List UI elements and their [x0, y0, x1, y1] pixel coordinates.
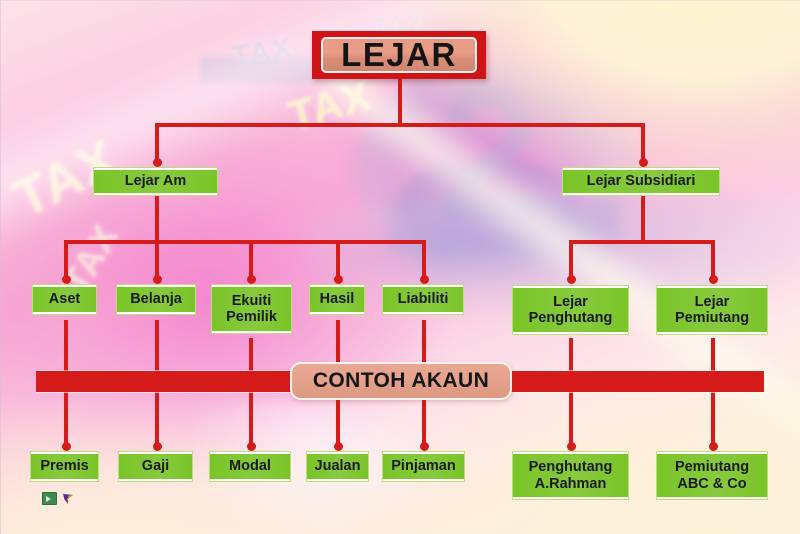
- node-belanja-label: Belanja: [130, 291, 182, 308]
- node-root-lejar[interactable]: LEJAR: [312, 31, 486, 79]
- node-lejar-penghutang-label-line1: Lejar: [553, 293, 588, 310]
- node-lejar-subsidiari[interactable]: Lejar Subsidiari: [562, 167, 720, 196]
- connector-dot-pemiutang-abc: [708, 442, 718, 451]
- connector-dot-lejar-pemiutang: [708, 275, 718, 284]
- connector-level2-sub-bus: [569, 240, 715, 244]
- node-lejar-subsidiari-label: Lejar Subsidiari: [586, 173, 696, 190]
- connector-dot-jualan: [333, 442, 343, 451]
- connector-dot-premis: [61, 442, 71, 451]
- node-root-label: LEJAR: [321, 36, 477, 73]
- node-pemiutang-abc-co-label-line1: Pemiutang: [674, 459, 750, 476]
- connector-dot-penghutang-rahman: [566, 442, 576, 451]
- connector-dot-gaji: [152, 442, 162, 451]
- connector-to-lejar-am: [155, 123, 159, 163]
- connector-dot-lejar-penghutang: [566, 275, 576, 284]
- node-pemiutang-abc-co[interactable]: Pemiutang ABC & Co: [656, 451, 768, 500]
- node-hasil[interactable]: Hasil: [309, 284, 365, 315]
- node-ekuiti-pemilik[interactable]: Ekuiti Pemilik: [211, 284, 292, 334]
- connector-dot-hasil: [333, 275, 343, 284]
- node-gaji-label: Gaji: [141, 458, 170, 475]
- node-jualan[interactable]: Jualan: [306, 451, 369, 482]
- node-lejar-penghutang-label-line2: Penghutang: [528, 310, 613, 326]
- connector-to-lejar-subsidiari: [641, 123, 645, 163]
- node-gaji[interactable]: Gaji: [118, 451, 193, 482]
- connector-to-belanja: [155, 240, 159, 280]
- node-jualan-label: Jualan: [314, 458, 361, 475]
- slideshow-controls[interactable]: [42, 492, 75, 505]
- node-aset[interactable]: Aset: [32, 284, 97, 315]
- connector-lejar-am-stem: [155, 196, 159, 242]
- connector-dot-belanja: [152, 275, 162, 284]
- connector-to-hasil: [336, 240, 340, 280]
- node-aset-label: Aset: [48, 291, 81, 308]
- node-lejar-pemiutang-label-line2: Pemiutang: [674, 310, 750, 326]
- arrow-cursor-icon: [62, 493, 75, 505]
- node-lejar-pemiutang-label-line1: Lejar: [694, 293, 730, 310]
- node-lejar-penghutang[interactable]: Lejar Penghutang: [512, 285, 629, 335]
- connector-to-ekuiti: [249, 240, 253, 280]
- connector-to-lejar-penghutang: [569, 240, 573, 280]
- node-pinjaman[interactable]: Pinjaman: [382, 451, 465, 482]
- node-belanja[interactable]: Belanja: [116, 284, 196, 315]
- connector-ekuiti-to-modal: [249, 338, 253, 447]
- connector-to-lejar-pemiutang: [711, 240, 715, 280]
- node-penghutang-a-rahman-label-line2: A.Rahman: [534, 475, 607, 492]
- slideshow-play-icon[interactable]: [42, 492, 57, 505]
- node-penghutang-a-rahman-label-line1: Penghutang: [528, 459, 613, 476]
- connector-dot-liabiliti: [419, 275, 429, 284]
- node-ekuiti-pemilik-label-line2: Pemilik: [226, 309, 277, 325]
- node-penghutang-a-rahman[interactable]: Penghutang A.Rahman: [512, 451, 629, 500]
- node-liabiliti[interactable]: Liabiliti: [382, 284, 464, 315]
- node-pinjaman-label: Pinjaman: [391, 458, 456, 475]
- node-lejar-pemiutang[interactable]: Lejar Pemiutang: [656, 285, 768, 335]
- connector-to-aset: [64, 240, 68, 280]
- connector-dot-lejar-am: [152, 158, 162, 167]
- connector-lejar-pemiutang-to-pemiutang: [711, 338, 715, 447]
- connector-dot-pinjaman: [419, 442, 429, 451]
- connector-to-liabiliti: [422, 240, 426, 280]
- node-hasil-label: Hasil: [319, 291, 355, 308]
- connector-dot-aset: [61, 275, 71, 284]
- connector-root-stem: [398, 79, 402, 125]
- node-premis-label: Premis: [40, 458, 89, 475]
- node-premis[interactable]: Premis: [30, 451, 99, 482]
- connector-dot-ekuiti: [246, 275, 256, 284]
- node-modal-label: Modal: [229, 458, 271, 475]
- node-lejar-am[interactable]: Lejar Am: [93, 167, 218, 196]
- connector-level1-bus: [157, 123, 643, 127]
- connector-dot-lejar-subsidiari: [638, 158, 648, 167]
- connector-lejar-penghutang-to-penghutang: [569, 338, 573, 447]
- node-lejar-am-label: Lejar Am: [124, 173, 187, 190]
- node-liabiliti-label: Liabiliti: [397, 291, 449, 308]
- connector-lejar-subsidiari-stem: [641, 196, 645, 242]
- connector-dot-modal: [246, 442, 256, 451]
- node-pemiutang-abc-co-label-line2: ABC & Co: [677, 475, 747, 492]
- node-ekuiti-pemilik-label-line1: Ekuiti: [231, 292, 272, 309]
- connector-level2-am-bus: [64, 240, 426, 244]
- node-modal[interactable]: Modal: [209, 451, 291, 482]
- contoh-akaun-badge: CONTOH AKAUN: [290, 362, 512, 400]
